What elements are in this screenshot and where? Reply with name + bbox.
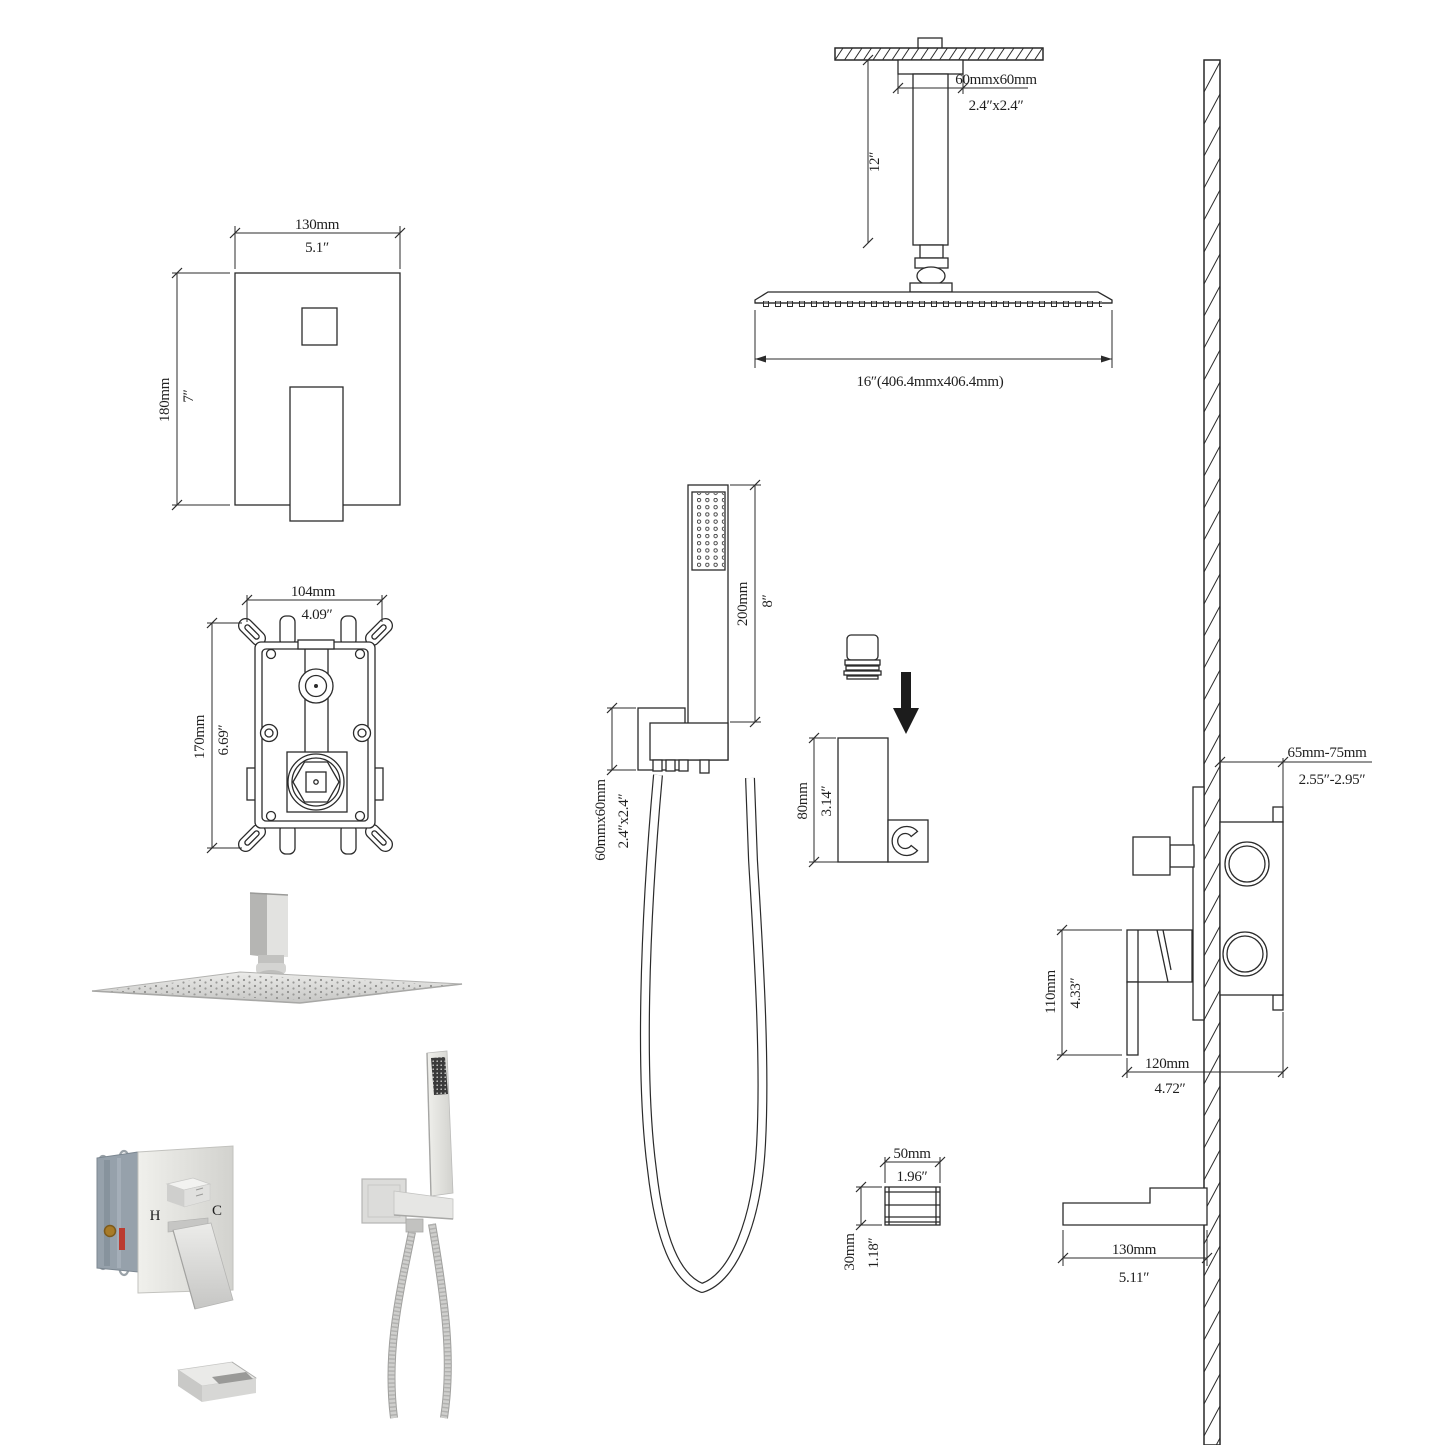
tub-spout-render bbox=[176, 1361, 258, 1402]
wall-valve-handle-in: 4.33″ bbox=[1068, 977, 1084, 1008]
tub-spout-width-in: 5.11″ bbox=[1119, 1270, 1149, 1286]
ceiling-arm-length-in: 12″ bbox=[867, 152, 883, 172]
bracket-height-mm: 80mm bbox=[795, 782, 811, 820]
tub-spout-width-mm: 130mm bbox=[1112, 1242, 1157, 1258]
hot-label: H bbox=[150, 1208, 161, 1224]
rain-head-render bbox=[91, 892, 463, 1004]
ceiling-flange-mm: 60mmx60mm bbox=[955, 72, 1037, 88]
wall-valve-depth-in: 2.55″-2.95″ bbox=[1299, 772, 1366, 788]
valve-box-width-mm: 104mm bbox=[291, 584, 336, 600]
hand-holder-in: 2.4″x2.4″ bbox=[616, 794, 632, 849]
hand-holder-mm: 60mmx60mm bbox=[593, 779, 609, 861]
c-clip-shape bbox=[891, 825, 919, 857]
red-sticker bbox=[119, 1228, 125, 1250]
adapter-width-in: 1.96″ bbox=[897, 1169, 928, 1185]
rain-head-size: 16″(406.4mmx406.4mm) bbox=[857, 374, 1004, 390]
tub-spout-drawing: 130mm 5.11″ bbox=[1057, 1187, 1213, 1286]
valve-trim-render: H C bbox=[96, 1145, 258, 1402]
adapter-height-in: 1.18″ bbox=[866, 1237, 882, 1268]
holder-bracket-drawing: 80mm 3.14″ bbox=[795, 634, 929, 868]
trim-plate-height-mm: 180mm bbox=[157, 377, 173, 422]
wall-valve-depth-mm: 65mm-75mm bbox=[1288, 745, 1368, 761]
adapter-drawing: 50mm 1.96″ 30mm 1.18″ bbox=[842, 1146, 946, 1271]
hand-shower-length-in: 8″ bbox=[760, 594, 776, 607]
trim-plate-height-in: 7″ bbox=[181, 389, 197, 402]
trim-plate-width-mm: 130mm bbox=[295, 217, 340, 233]
adapter-height-mm: 30mm bbox=[842, 1233, 858, 1271]
hand-shower-drawing: 200mm 8″ 60mmx60mm 2.4″x2.4″ bbox=[593, 479, 776, 1293]
ceiling-shower-drawing: 60mmx60mm 2.4″x2.4″ 12″ 16″(406.4mmx406.… bbox=[754, 37, 1113, 390]
wall-valve-width-mm: 120mm bbox=[1145, 1056, 1190, 1072]
wall-valve-width-in: 4.72″ bbox=[1155, 1081, 1186, 1097]
valve-box-height-in: 6.69″ bbox=[216, 724, 232, 755]
ceiling-flange-in: 2.4″x2.4″ bbox=[969, 98, 1024, 114]
hand-shower-render bbox=[361, 1050, 454, 1419]
bracket-height-in: 3.14″ bbox=[819, 785, 835, 816]
insert-arrow-icon bbox=[893, 672, 919, 734]
rough-in-valve-drawing: 104mm 4.09″ 170mm 6.69″ bbox=[192, 584, 394, 855]
trim-plate-drawing: 130mm 5.1″ 180mm 7″ bbox=[157, 217, 406, 522]
wall-section-drawing: 65mm-75mm 2.55″-2.95″ 110mm 4.33″ 120mm … bbox=[1043, 59, 1372, 1445]
wall-valve-handle-mm: 110mm bbox=[1043, 969, 1059, 1013]
valve-box-height-mm: 170mm bbox=[192, 714, 208, 759]
trim-plate-width-in: 5.1″ bbox=[305, 240, 329, 256]
hand-shower-length-mm: 200mm bbox=[735, 581, 751, 626]
cold-label: C bbox=[212, 1203, 222, 1219]
adapter-width-mm: 50mm bbox=[893, 1146, 931, 1162]
valve-box-width-in: 4.09″ bbox=[302, 607, 333, 623]
